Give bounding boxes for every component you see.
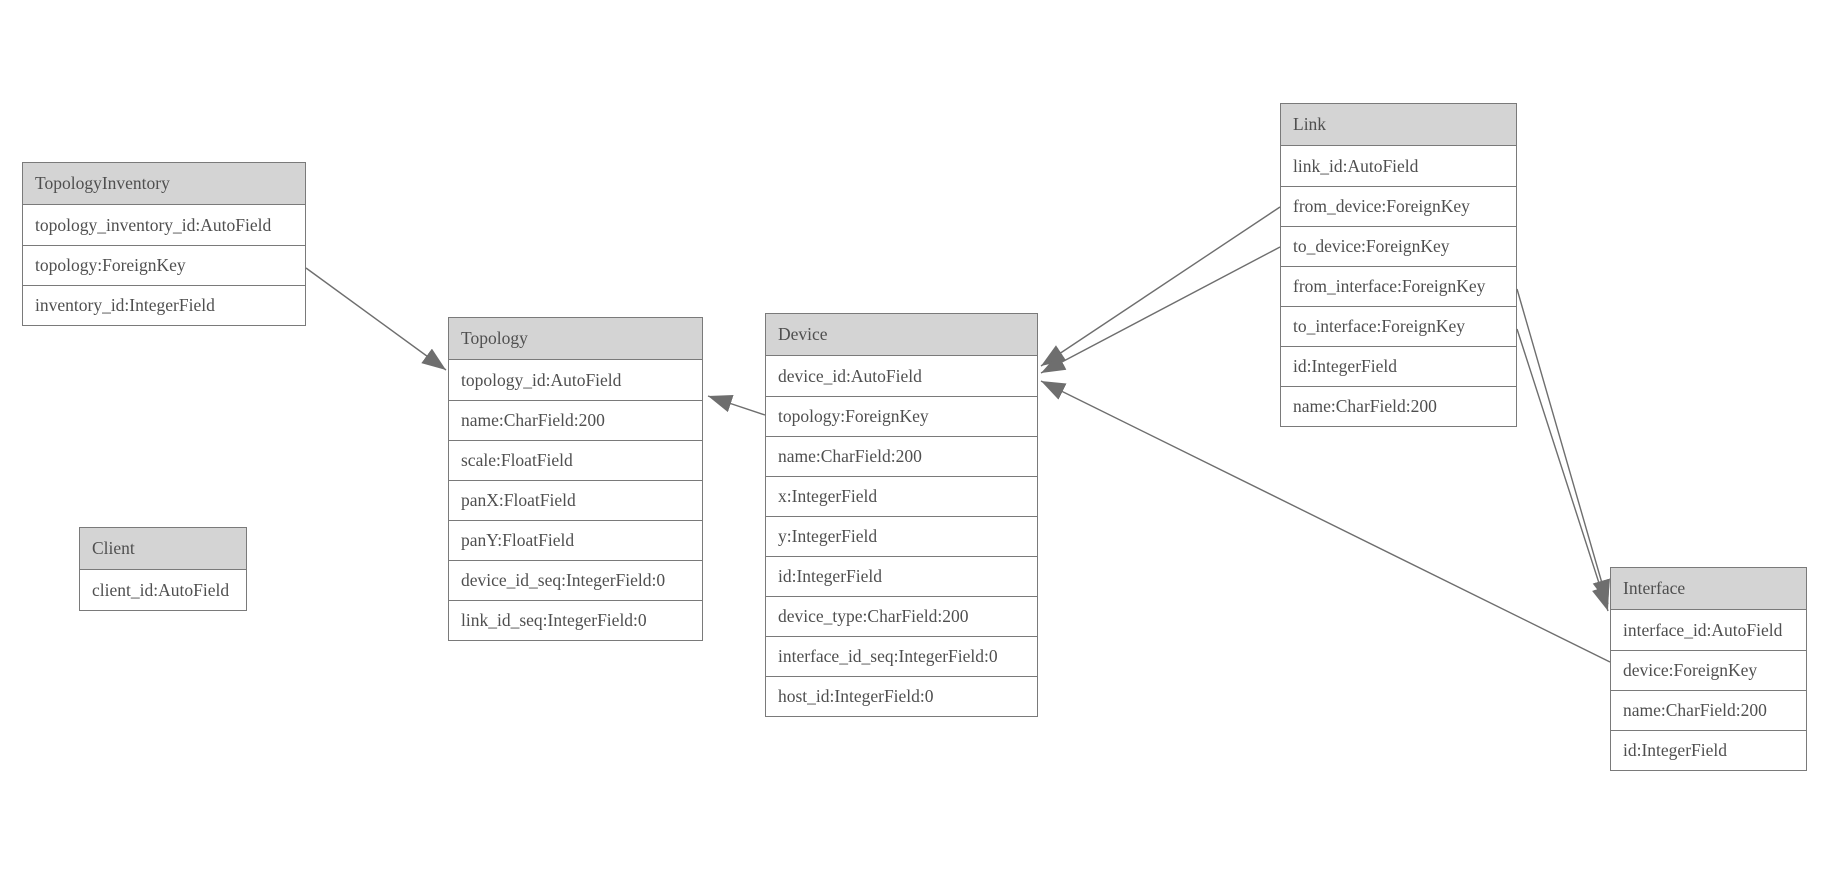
field-row: panX:FloatField <box>449 480 702 520</box>
field-row: to_device:ForeignKey <box>1281 226 1516 266</box>
edge-topologyinventory-topology <box>305 267 447 371</box>
field-row: topology_id:AutoField <box>449 360 702 400</box>
entity-topology-title: Topology <box>449 318 702 360</box>
edge-link-todevice-device <box>1040 246 1281 374</box>
field-row: name:CharField:200 <box>449 400 702 440</box>
edge-link-frominterface-interface <box>1516 288 1610 605</box>
field-row: device_id_seq:IntegerField:0 <box>449 560 702 600</box>
edge-link-tointerface-interface <box>1516 328 1610 612</box>
field-row: topology:ForeignKey <box>23 245 305 285</box>
field-row: id:IntegerField <box>1611 730 1806 770</box>
field-row: from_device:ForeignKey <box>1281 186 1516 226</box>
field-row: client_id:AutoField <box>80 570 246 610</box>
entity-client-title: Client <box>80 528 246 570</box>
field-row: topology_inventory_id:AutoField <box>23 205 305 245</box>
field-row: interface_id_seq:IntegerField:0 <box>766 636 1037 676</box>
field-row: inventory_id:IntegerField <box>23 285 305 325</box>
edge-device-topology <box>707 395 766 416</box>
field-row: interface_id:AutoField <box>1611 610 1806 650</box>
entity-topology-inventory-title: TopologyInventory <box>23 163 305 205</box>
entity-client: Client client_id:AutoField <box>79 527 247 611</box>
field-row: device_type:CharField:200 <box>766 596 1037 636</box>
field-row: link_id:AutoField <box>1281 146 1516 186</box>
entity-link: Link link_id:AutoField from_device:Forei… <box>1280 103 1517 427</box>
entity-topology-inventory: TopologyInventory topology_inventory_id:… <box>22 162 306 326</box>
entity-topology: Topology topology_id:AutoField name:Char… <box>448 317 703 641</box>
field-row: host_id:IntegerField:0 <box>766 676 1037 716</box>
field-row: to_interface:ForeignKey <box>1281 306 1516 346</box>
field-row: id:IntegerField <box>766 556 1037 596</box>
field-row: from_interface:ForeignKey <box>1281 266 1516 306</box>
field-row: name:CharField:200 <box>1281 386 1516 426</box>
field-row: device:ForeignKey <box>1611 650 1806 690</box>
field-row: id:IntegerField <box>1281 346 1516 386</box>
field-row: scale:FloatField <box>449 440 702 480</box>
field-row: panY:FloatField <box>449 520 702 560</box>
entity-interface-title: Interface <box>1611 568 1806 610</box>
edge-link-fromdevice-device <box>1040 206 1281 367</box>
field-row: x:IntegerField <box>766 476 1037 516</box>
entity-link-title: Link <box>1281 104 1516 146</box>
field-row: y:IntegerField <box>766 516 1037 556</box>
field-row: device_id:AutoField <box>766 356 1037 396</box>
entity-interface: Interface interface_id:AutoField device:… <box>1610 567 1807 771</box>
field-row: topology:ForeignKey <box>766 396 1037 436</box>
field-row: link_id_seq:IntegerField:0 <box>449 600 702 640</box>
field-row: name:CharField:200 <box>766 436 1037 476</box>
entity-device: Device device_id:AutoField topology:Fore… <box>765 313 1038 717</box>
entity-device-title: Device <box>766 314 1037 356</box>
field-row: name:CharField:200 <box>1611 690 1806 730</box>
